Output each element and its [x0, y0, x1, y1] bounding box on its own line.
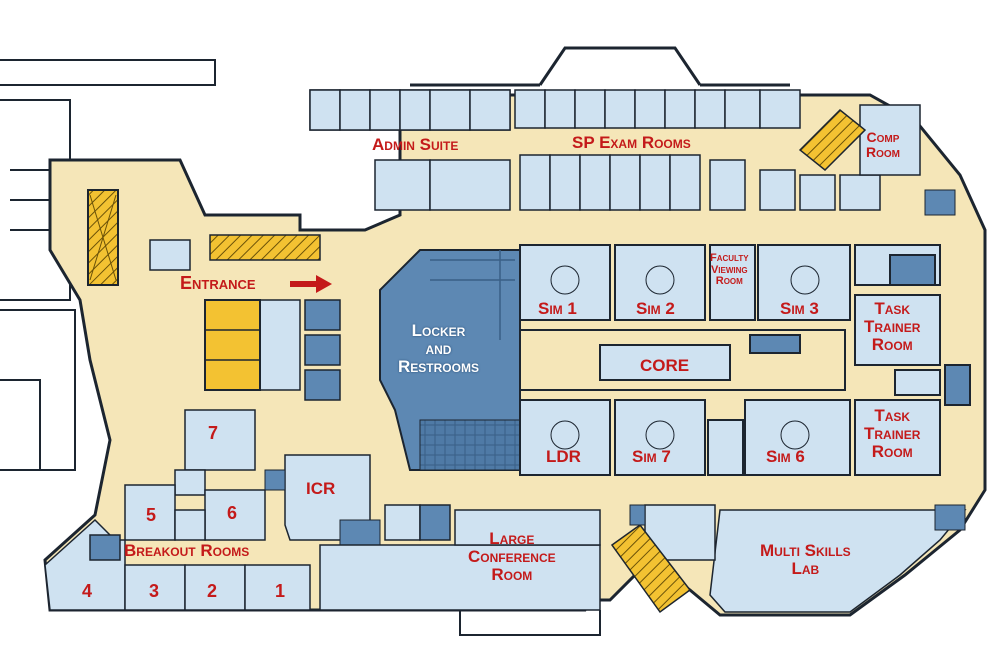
arrow-right-icon — [290, 275, 332, 293]
elevator-bank — [87, 189, 321, 391]
task-trainer-rooms — [854, 244, 971, 476]
admin-suite-rooms — [309, 89, 511, 211]
simulation-block — [519, 244, 851, 476]
stairwell-southeast — [610, 523, 692, 614]
west-rooms — [149, 239, 301, 391]
breakout-rooms-block — [44, 409, 311, 611]
stairwell-entrance — [209, 234, 321, 261]
entry-canopy — [538, 46, 702, 86]
comp-room — [798, 104, 956, 216]
multi-skills-lab-block — [610, 504, 967, 614]
sp-exam-rooms — [514, 89, 881, 211]
conference-block — [319, 504, 601, 611]
storage-entrance — [304, 299, 341, 401]
stairwell-northeast — [798, 108, 867, 172]
locker-restrooms-block — [379, 249, 521, 471]
icr-block — [264, 454, 381, 546]
sim-room-fixtures — [550, 265, 820, 450]
adjacent-building — [0, 59, 216, 471]
